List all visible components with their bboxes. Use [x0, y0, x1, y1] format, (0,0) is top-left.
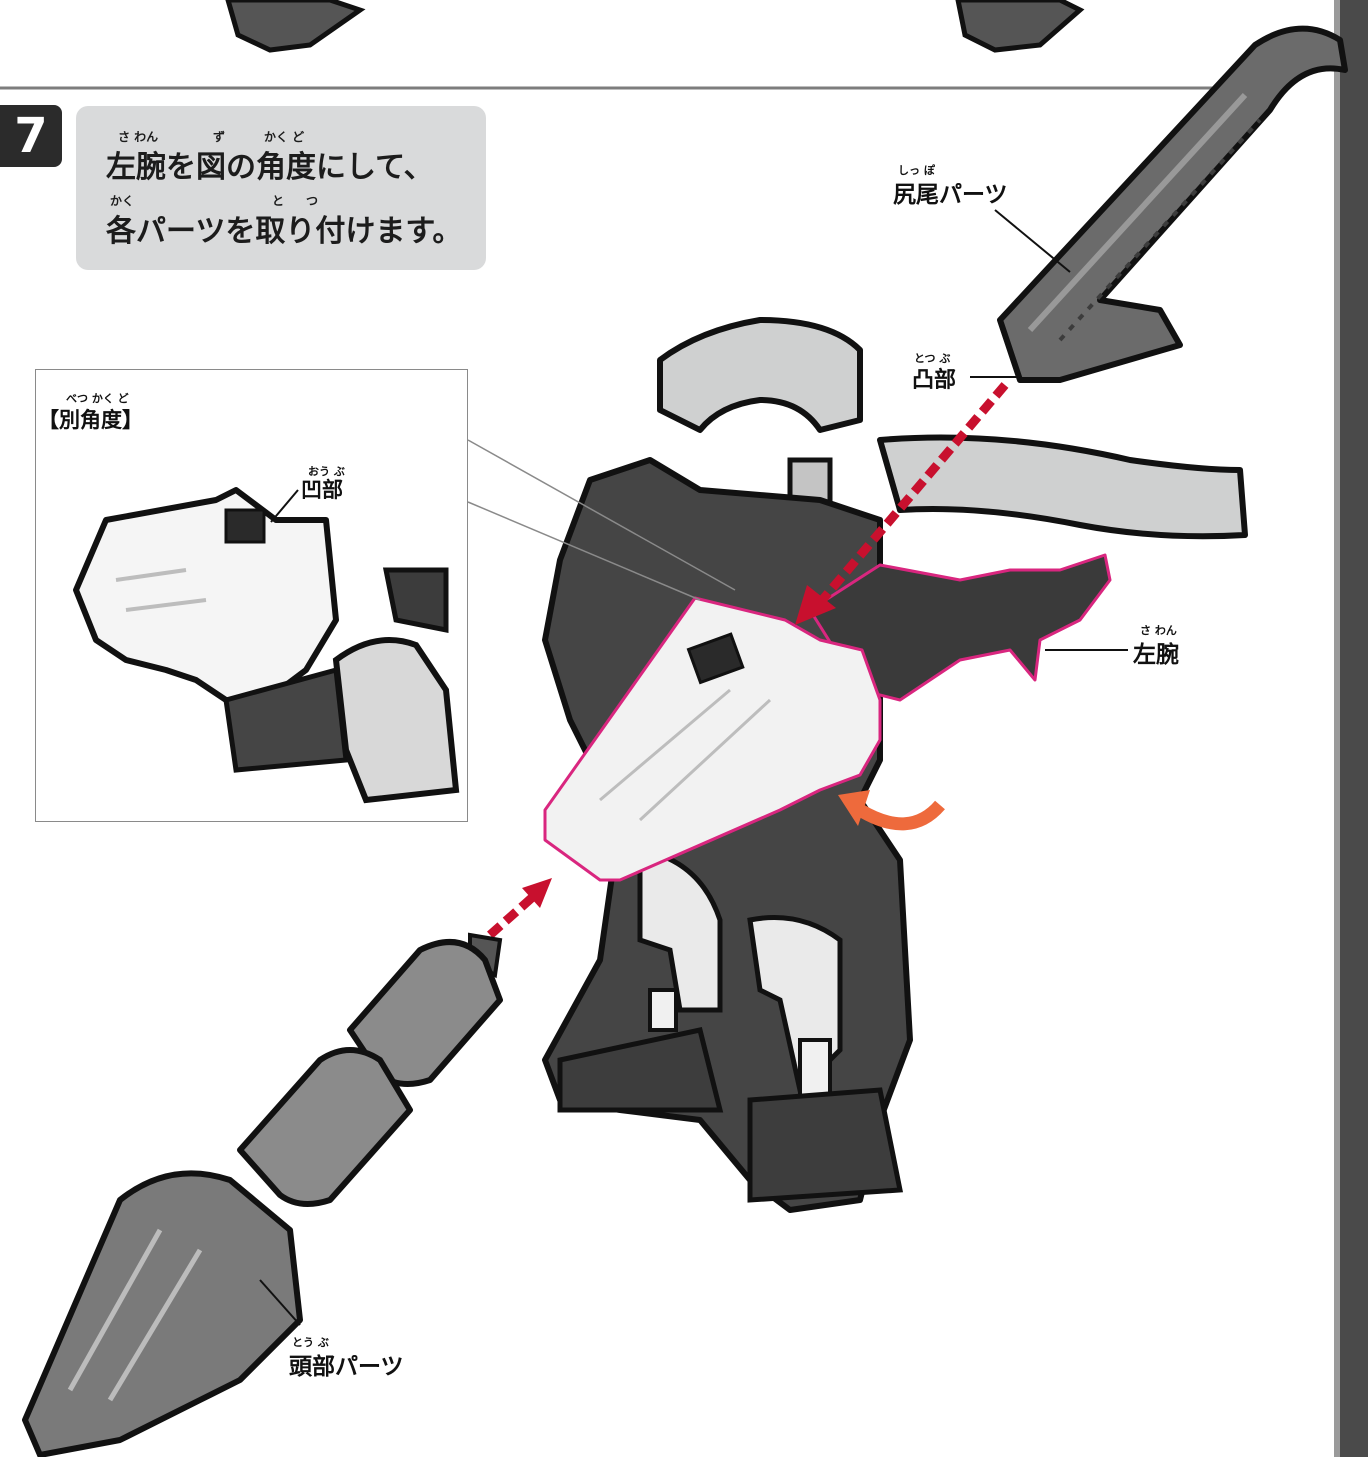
head-label-ruby: とう ぶ	[292, 1336, 329, 1349]
instruction-ruby-kakudo: かく ど	[264, 130, 305, 144]
tail-part-label: 尻尾パーツ	[893, 182, 1008, 208]
concave-label: 凹部	[301, 478, 343, 502]
left-arm-label-ruby: さ わん	[1140, 624, 1177, 637]
previous-step-part-left	[225, 0, 366, 53]
instruction-box: さ わん ず かく ど 左腕を図の角度にして、 かく と つ 各パーツを取り付け…	[76, 106, 486, 270]
head-part-chain	[22, 932, 503, 1457]
page-edge-shadow	[1338, 0, 1368, 1457]
instruction-ruby-tsu: つ	[306, 194, 319, 208]
instruction-ruby-to: と	[272, 194, 285, 208]
instruction-ruby-zu: ず	[213, 130, 226, 144]
instruction-line-1: 左腕を図の角度にして、	[106, 150, 434, 185]
instruction-ruby-sawan: さ わん	[118, 130, 159, 144]
tail-part	[997, 25, 1348, 383]
convex-label: 凸部	[912, 368, 957, 393]
head-part-label: 頭部パーツ	[289, 1354, 404, 1380]
inset-title-ruby: べつ かく ど	[66, 392, 129, 405]
step-number-badge: 7	[0, 105, 62, 167]
left-arm-label: 左腕	[1133, 642, 1179, 668]
alternate-angle-inset: べつ かく ど 【別角度】 おう ぶ 凹部	[35, 369, 468, 822]
attach-arrow-tail	[814, 382, 1009, 608]
attach-arrow-head	[487, 891, 538, 939]
inset-illustration	[73, 487, 460, 804]
wing-parts	[657, 317, 1248, 540]
tail-label-ruby: しっ ぽ	[898, 164, 935, 177]
instruction-line-2: 各パーツを取り付けます。	[106, 214, 463, 249]
rotate-arrow	[856, 800, 945, 831]
previous-step-part-right	[955, 0, 1085, 53]
concave-label-ruby: おう ぶ	[308, 465, 345, 478]
left-arm-part	[808, 553, 1112, 702]
chest-part	[543, 596, 882, 882]
convex-label-ruby: とつ ぶ	[914, 352, 951, 365]
inset-title: 【別角度】	[38, 408, 143, 432]
instruction-ruby-kaku: かく	[110, 194, 135, 208]
